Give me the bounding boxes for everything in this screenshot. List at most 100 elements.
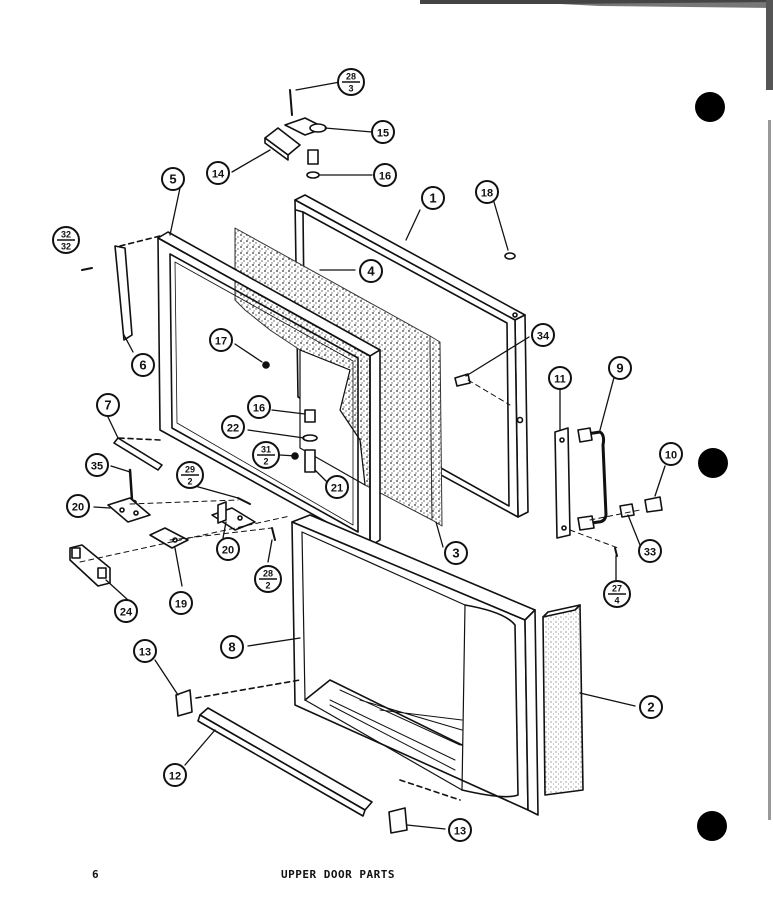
callout-label: 20 — [222, 545, 234, 557]
callout-circle — [161, 167, 185, 191]
callout-label: 22 — [227, 423, 239, 435]
callout-circle — [371, 120, 395, 144]
callout-circle — [325, 475, 349, 499]
callout-circle — [96, 393, 120, 417]
callout-c20b: 20 — [216, 537, 240, 561]
cap-10 — [644, 496, 663, 513]
bracket-20-right — [211, 501, 256, 531]
callout-circle — [131, 353, 155, 377]
hinge-14 — [264, 127, 301, 161]
bracket-20-left — [107, 497, 151, 523]
callout-label: 8 — [228, 640, 235, 655]
callout-circle — [421, 186, 445, 210]
callout-label: 6 — [139, 358, 146, 373]
fraction-numerator: 28 — [263, 569, 273, 579]
callout-c4: 4 — [359, 259, 383, 283]
callout-c15: 15 — [371, 120, 395, 144]
callout-circle — [359, 259, 383, 283]
page-title: UPPER DOOR PARTS — [281, 868, 395, 881]
callout-label: 20 — [72, 502, 84, 514]
callout-circle — [66, 494, 90, 518]
callout-circle — [444, 541, 468, 565]
handle-11 — [554, 427, 571, 539]
callout-circle — [448, 818, 472, 842]
bracket-13-upper — [175, 689, 193, 717]
callout-label: 11 — [554, 374, 566, 386]
lower-door-liner — [291, 514, 539, 816]
callout-circle — [169, 591, 193, 615]
fraction-callout-f31_2: 312 — [252, 441, 280, 469]
registration-dot-top — [695, 92, 725, 122]
callout-c17: 17 — [209, 328, 233, 352]
fraction-callout-f29_2: 292 — [176, 461, 204, 489]
plug-18 — [504, 252, 516, 260]
callout-label: 21 — [331, 483, 343, 495]
screw-32-32 — [81, 267, 93, 271]
callout-label: 18 — [481, 188, 493, 200]
callout-c24: 24 — [114, 599, 138, 623]
callout-label: 2 — [647, 700, 654, 715]
callout-c18: 18 — [475, 180, 499, 204]
callout-circle — [216, 537, 240, 561]
screw-28-2 — [271, 527, 276, 541]
fraction-denominator: 2 — [187, 477, 192, 487]
callout-c7: 7 — [96, 393, 120, 417]
registration-dot-bottom — [697, 811, 727, 841]
page-number: 6 — [92, 868, 100, 881]
callout-label: 17 — [215, 336, 227, 348]
fraction-numerator: 28 — [346, 72, 356, 82]
callout-c13b: 13 — [448, 818, 472, 842]
callout-label: 34 — [537, 331, 550, 343]
fraction-numerator: 27 — [612, 584, 622, 594]
fraction-callout-f28_3: 283 — [337, 68, 365, 96]
part-34 — [454, 373, 471, 387]
callout-label: 16 — [253, 403, 265, 415]
scan-edge-artifacts — [420, 0, 773, 820]
callout-label: 9 — [616, 361, 623, 376]
callout-c6: 6 — [131, 353, 155, 377]
callout-circle — [114, 599, 138, 623]
door-gasket-frame — [157, 231, 381, 547]
callout-circle — [85, 453, 109, 477]
callout-circle — [206, 161, 230, 185]
fraction-denominator: 32 — [61, 242, 71, 252]
callout-label: 14 — [212, 169, 225, 181]
callout-label: 13 — [139, 647, 151, 659]
callout-circle — [639, 695, 663, 719]
callout-c9: 9 — [608, 356, 632, 380]
assembly-lines — [79, 379, 641, 563]
screw-28-3 — [289, 89, 293, 116]
trim-strip-6 — [114, 235, 161, 341]
bushing-16-top — [306, 149, 320, 179]
callout-c20a: 20 — [66, 494, 90, 518]
callout-label: 33 — [644, 547, 656, 559]
screw-29-2 — [237, 497, 251, 505]
callout-circle — [659, 442, 683, 466]
callout-label: 12 — [169, 771, 181, 783]
fraction-denominator: 2 — [265, 581, 270, 591]
screw-27-4 — [614, 547, 618, 557]
callout-c3: 3 — [444, 541, 468, 565]
callout-label: 16 — [379, 171, 391, 183]
callout-label: 15 — [377, 128, 389, 140]
callout-c16b: 16 — [247, 395, 271, 419]
callout-c35: 35 — [85, 453, 109, 477]
callout-c16a: 16 — [373, 163, 397, 187]
bracket-13-lower — [388, 779, 461, 834]
fraction-denominator: 4 — [614, 596, 619, 606]
callout-c1: 1 — [421, 186, 445, 210]
callout-c13a: 13 — [133, 639, 157, 663]
registration-dot-middle — [698, 448, 728, 478]
callout-c21: 21 — [325, 475, 349, 499]
callout-circle — [163, 763, 187, 787]
handle-9 — [577, 427, 608, 531]
callout-circle — [373, 163, 397, 187]
callout-label: 35 — [91, 461, 103, 473]
callout-c33: 33 — [638, 539, 662, 563]
callout-circle — [475, 180, 499, 204]
callout-label: 24 — [120, 607, 133, 619]
callout-label: 13 — [454, 826, 466, 838]
hinge-19 — [149, 527, 189, 549]
